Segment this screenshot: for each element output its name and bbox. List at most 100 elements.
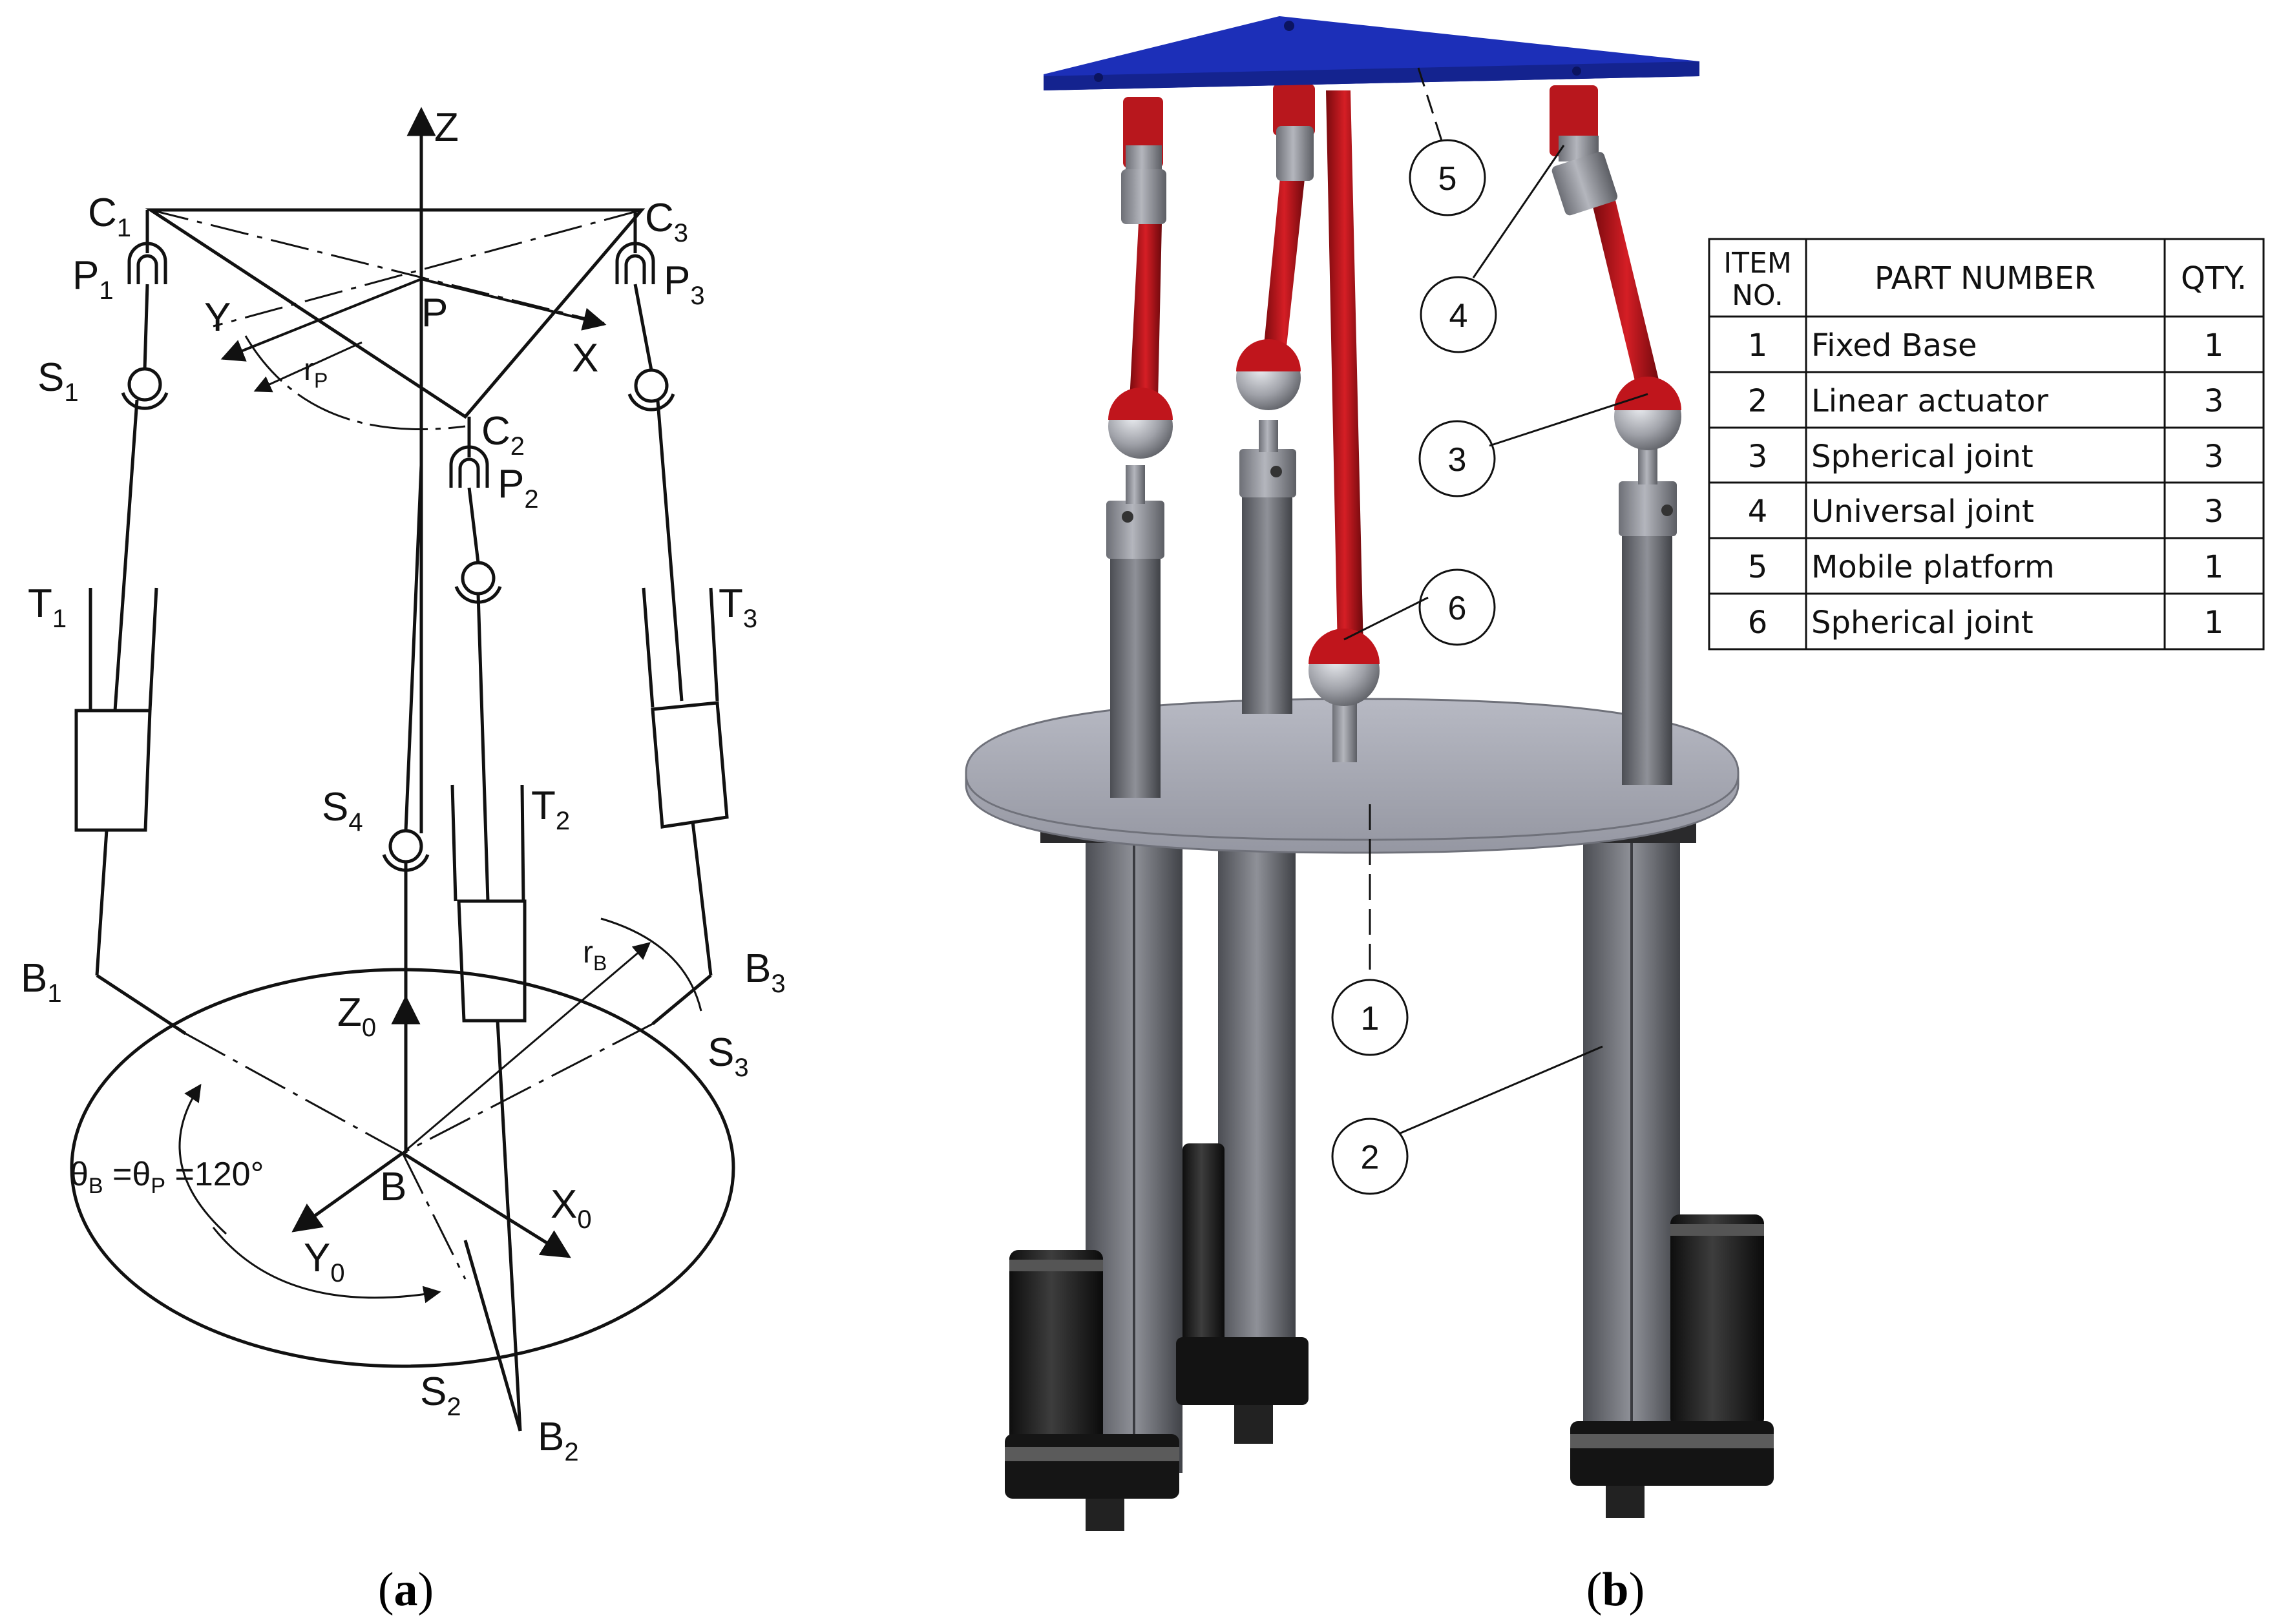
balloon-4-text: 4 <box>1449 297 1468 335</box>
caption-a: (a) <box>378 1563 434 1616</box>
leg-2-cylinder <box>457 899 527 1023</box>
rb-label: rB <box>583 935 607 975</box>
dashdot-chord <box>185 1032 403 1154</box>
leg-2-rod <box>476 593 490 902</box>
dashdot-chord <box>402 1023 653 1154</box>
b-label: B <box>380 1165 406 1209</box>
angle-label: θB =θP =120° <box>70 1156 264 1198</box>
leg-3-tube <box>709 587 719 702</box>
bom-header-part: PART NUMBER <box>1875 260 2096 297</box>
x-label: X <box>572 336 598 380</box>
bom-header-item: ITEM <box>1723 247 1792 280</box>
balloon-5 <box>1409 139 1486 216</box>
universal-joint-middle <box>1273 84 1315 181</box>
bom-row-3-qty: 3 <box>2204 439 2224 475</box>
leg-1-rod <box>113 399 139 711</box>
x0-label: X0 <box>551 1182 592 1234</box>
x-axis <box>421 278 607 331</box>
joint-s3-cup <box>627 393 675 411</box>
p-label: P <box>421 291 448 335</box>
angle-arc-upper <box>178 1083 227 1235</box>
leg-2-tube <box>450 784 457 902</box>
balloon-1 <box>1331 979 1409 1056</box>
y-axis <box>220 278 422 362</box>
leg-3-tube <box>642 587 655 708</box>
bom-row-2-part: Linear actuator <box>1811 383 2048 419</box>
linear-actuator-left <box>1005 820 1183 1531</box>
spherical-joint-right <box>1614 377 1681 450</box>
universal-joint-right <box>1550 85 1618 216</box>
red-rod-left <box>1130 223 1162 401</box>
rb-arrow <box>402 942 651 1154</box>
balloon-1-text: 1 <box>1361 1000 1380 1037</box>
c3-label: C3 <box>645 196 688 247</box>
balloon-3 <box>1418 420 1496 497</box>
actuator-upper-middle <box>1239 420 1296 714</box>
b3-link <box>651 974 712 1025</box>
linear-actuator-right <box>1570 820 1774 1518</box>
balloon-2-text: 2 <box>1361 1139 1380 1176</box>
joint-s2 <box>461 561 496 596</box>
bom-row-5-item: 5 <box>1748 549 1768 585</box>
leg-2-lower <box>463 1240 522 1431</box>
linear-actuator-middle <box>1176 814 1309 1444</box>
dashdot-chord <box>401 1152 467 1280</box>
spherical-joint-middle <box>1236 339 1301 410</box>
joint-s1-cup <box>121 392 169 410</box>
p3-label: P3 <box>664 258 705 310</box>
joint-s4 <box>388 829 423 864</box>
angle-arc-lower <box>212 1227 441 1304</box>
bom-row-3-part: Spherical joint <box>1811 439 2034 475</box>
universal-joint-left <box>1121 97 1166 224</box>
top-platform-triangle <box>145 208 646 419</box>
dashdot-line <box>213 209 642 328</box>
b3-label: B3 <box>744 946 786 998</box>
balloon-4 <box>1420 276 1497 353</box>
s1-label: S1 <box>37 355 79 407</box>
rp-arc <box>244 335 466 430</box>
dashdot-line <box>150 209 605 324</box>
kinematic-diagram <box>70 107 735 1431</box>
balloon-3-text: 3 <box>1448 441 1467 479</box>
bom-row-1-item: 1 <box>1748 328 1768 364</box>
y0-label: Y0 <box>304 1236 345 1287</box>
balloon-numbers: 1 2 3 4 5 6 <box>1361 160 1468 1176</box>
leg-3-cylinder <box>651 701 729 829</box>
red-rod-right <box>1593 200 1661 394</box>
bom-header-no: NO. <box>1732 279 1783 312</box>
c1-label: C1 <box>88 191 131 242</box>
p2-label: P2 <box>498 462 539 514</box>
leg-1-lower <box>95 829 109 976</box>
spherical-joint-center <box>1309 629 1380 762</box>
s4-label: S4 <box>322 785 363 837</box>
bom-row-5-part: Mobile platform <box>1811 549 2055 585</box>
bom-row-2-item: 2 <box>1748 383 1768 419</box>
rp-label: rP <box>304 353 328 392</box>
leg-2-tube <box>520 784 525 902</box>
bom-row-1-part: Fixed Base <box>1811 328 1977 364</box>
bom-row-4-item: 4 <box>1748 494 1768 530</box>
joint-s1 <box>127 367 162 402</box>
leg-link <box>143 284 149 370</box>
bom-row-6-part: Spherical joint <box>1811 605 2034 641</box>
mobile-platform <box>1044 16 1699 90</box>
balloon-6 <box>1418 568 1496 646</box>
rp-arrow <box>253 341 363 393</box>
spherical-joint-left <box>1108 388 1173 459</box>
leg-link <box>633 284 653 371</box>
t1-label: T1 <box>28 581 67 633</box>
bom-row-4-part: Universal joint <box>1811 494 2034 530</box>
bom-row-6-item: 6 <box>1748 605 1768 641</box>
t2-label: T2 <box>531 784 570 835</box>
rb-arc <box>600 917 702 1012</box>
leg-3-lower <box>691 821 713 976</box>
z0-label: Z0 <box>337 990 376 1042</box>
leg-1-tube <box>148 587 158 711</box>
balloons <box>1331 67 1648 1195</box>
bom-header-qty: QTY. <box>2181 260 2247 297</box>
leg-1-cylinder <box>74 709 152 832</box>
bom-row-5-qty: 1 <box>2204 549 2224 585</box>
c2-label: C2 <box>481 409 525 461</box>
bom-row-1-qty: 1 <box>2204 328 2224 364</box>
